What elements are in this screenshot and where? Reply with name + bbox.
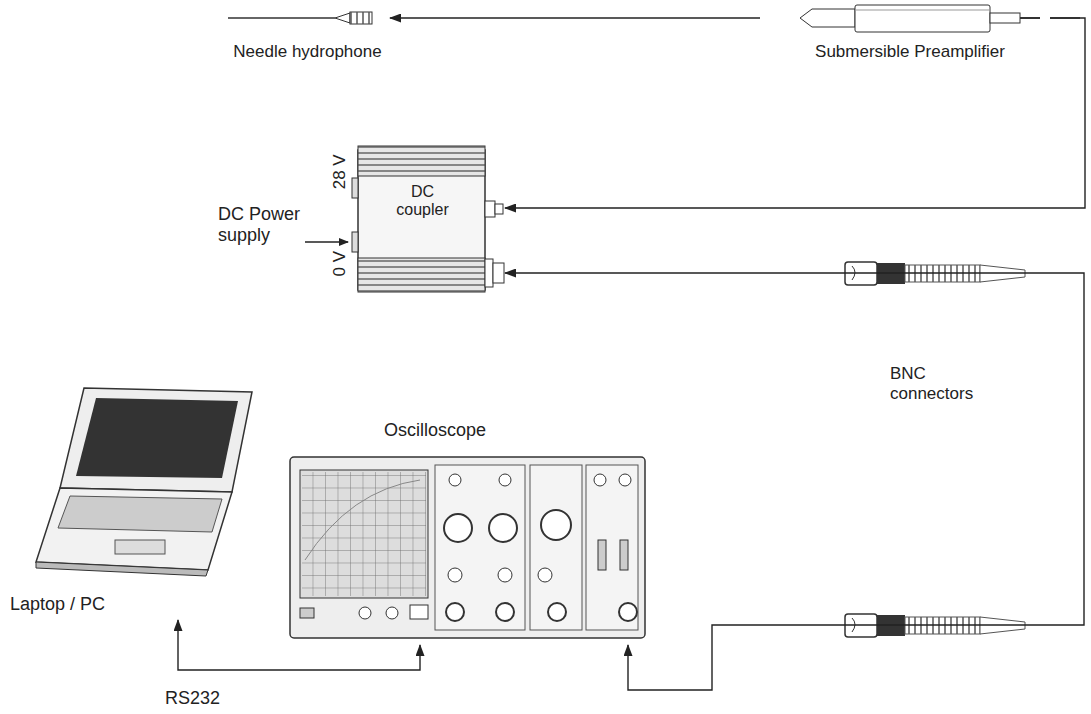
connector bbox=[505, 273, 1084, 690]
oscilloscope-drawing bbox=[290, 457, 645, 638]
oscilloscope-node: Oscilloscope bbox=[285, 418, 650, 645]
connector bbox=[390, 17, 760, 18]
laptop-node: Laptop / PC bbox=[8, 380, 256, 620]
laptop-drawing bbox=[36, 388, 252, 576]
node-label: Oscilloscope bbox=[380, 420, 490, 441]
connector-label: BNC connectors bbox=[890, 364, 990, 403]
hydrophone-node: Needle hydrophone bbox=[225, 4, 390, 68]
node-label: Laptop / PC bbox=[10, 594, 160, 615]
coupler-drawing bbox=[352, 146, 504, 292]
hydrophone-drawing bbox=[228, 12, 372, 24]
connector bbox=[505, 18, 1085, 208]
edge-label: RS232 bbox=[165, 688, 220, 709]
voltage-label: 28 V bbox=[330, 150, 350, 194]
preamplifier-node: Submersible Preamplifier bbox=[760, 2, 1080, 68]
node-label: Needle hydrophone bbox=[225, 42, 390, 62]
node-label: DC coupler bbox=[385, 183, 460, 220]
preamplifier-drawing bbox=[800, 5, 1080, 32]
input-label: DC Power supply bbox=[218, 204, 308, 245]
coupler-box: DC coupler bbox=[355, 143, 505, 295]
node-label: Submersible Preamplifier bbox=[760, 42, 1060, 62]
power-arrow bbox=[305, 241, 348, 242]
connector bbox=[178, 620, 420, 670]
voltage-label: 0 V bbox=[330, 242, 350, 286]
